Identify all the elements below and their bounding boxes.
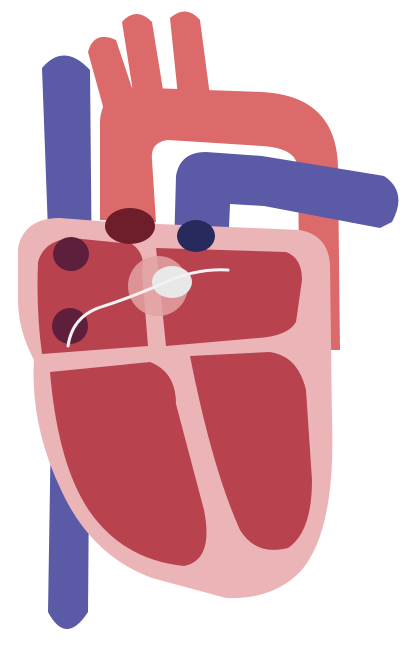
aortic-branch-right <box>170 11 210 96</box>
pulmonary-artery-opening <box>177 220 215 252</box>
device-disc <box>152 266 192 298</box>
aortic-opening <box>105 208 155 244</box>
pulmonary-vein-opening-upper <box>53 237 89 271</box>
